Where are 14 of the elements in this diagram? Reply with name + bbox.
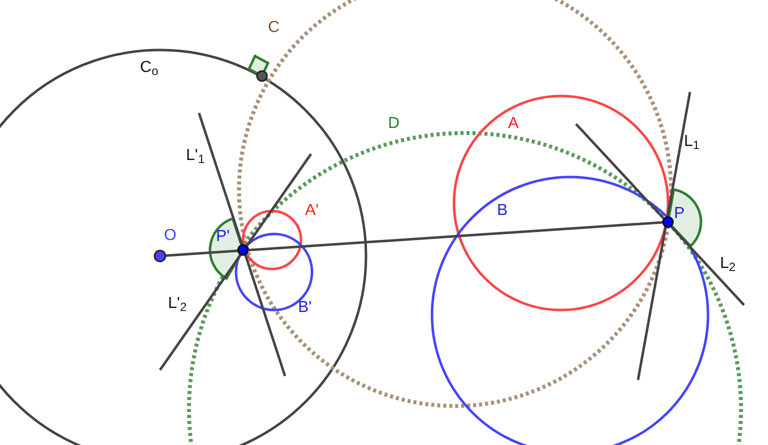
point-label: P: [674, 206, 685, 222]
point-label: D: [388, 116, 400, 132]
point-label: B: [497, 203, 508, 219]
point-label: C$_{o}$: [140, 60, 158, 76]
point-label: A': [305, 203, 319, 219]
point-label: O: [164, 228, 176, 244]
point-label: P': [216, 229, 230, 245]
point-label: L$_{2}$: [720, 256, 736, 272]
point-label: L'$_{1}$: [186, 148, 205, 164]
point-label: L'$_{2}$: [168, 296, 187, 312]
point-label: L$_{1}$: [684, 134, 700, 150]
point-label: A: [508, 116, 519, 132]
point-label: C: [268, 20, 280, 36]
point-label: B': [298, 300, 312, 316]
